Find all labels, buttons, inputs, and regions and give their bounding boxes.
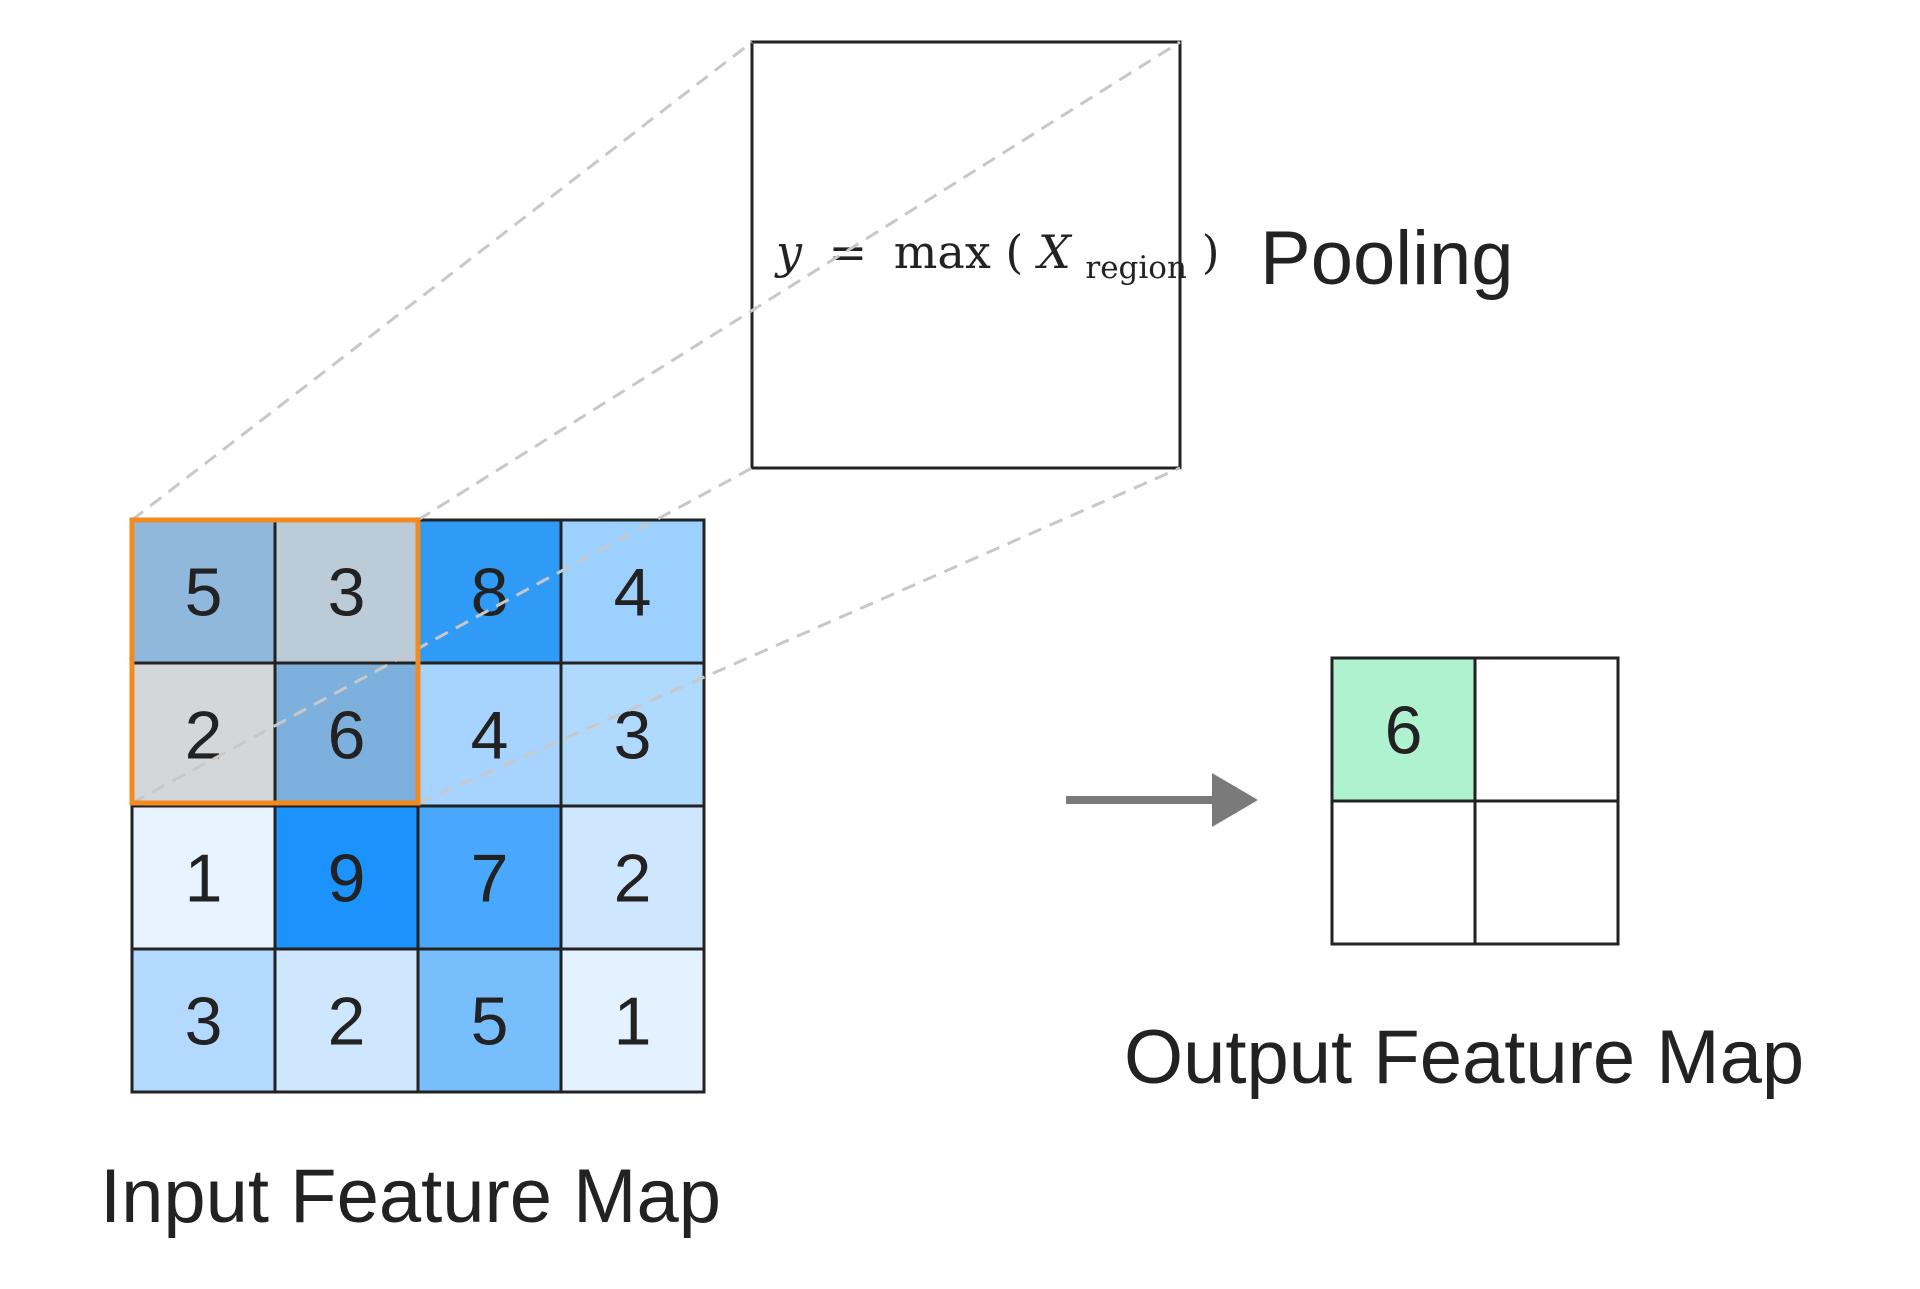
- input-cell: [559, 947, 706, 1094]
- arrow-icon: [1066, 773, 1258, 827]
- input-cell-value: 3: [185, 984, 223, 1060]
- input-cell: [416, 947, 563, 1094]
- input-cell-value: 5: [185, 555, 223, 631]
- pooling-label: Pooling: [1260, 216, 1514, 301]
- input-cell-value: 2: [614, 841, 652, 917]
- input-cell-value: 4: [471, 698, 509, 774]
- pooling-formula: y = max ( X region ): [774, 225, 1220, 289]
- output-cell: [1330, 799, 1477, 946]
- input-cell-value: 2: [185, 698, 223, 774]
- input-cell-value: 5: [471, 984, 509, 1060]
- pooling-region-highlight: [129, 517, 421, 806]
- input-cell: [273, 947, 420, 1094]
- input-cell: [130, 804, 277, 951]
- guide-line: [131, 40, 753, 522]
- input-cell: [130, 518, 277, 665]
- input-cell-value: 1: [614, 984, 652, 1060]
- input-cell-value: 1: [185, 841, 223, 917]
- input-feature-map-label: Input Feature Map: [100, 1154, 721, 1239]
- output-cell: [1473, 799, 1620, 946]
- projection-guides: [131, 40, 1181, 805]
- input-cell-value: 6: [328, 698, 366, 774]
- formula-lhs: y: [774, 225, 803, 279]
- input-cell: [130, 947, 277, 1094]
- input-cell-value: 4: [614, 555, 652, 631]
- output-feature-map: 6: [1330, 656, 1620, 946]
- input-cell-value: 3: [328, 555, 366, 631]
- input-cell: [559, 804, 706, 951]
- formula-var: X: [1035, 225, 1073, 279]
- formula-open-paren: (: [1005, 225, 1023, 279]
- guide-line: [417, 466, 1181, 805]
- formula-func: max: [894, 225, 991, 279]
- input-cell-value: 2: [328, 984, 366, 1060]
- input-cell-value: 9: [328, 841, 366, 917]
- input-cell-value: 7: [471, 841, 509, 917]
- guide-line: [417, 40, 1181, 522]
- output-cell: [1473, 656, 1620, 803]
- output-feature-map-label: Output Feature Map: [1124, 1015, 1804, 1100]
- guide-line: [131, 466, 753, 805]
- output-cell-value: 6: [1385, 693, 1423, 769]
- pooling-box: [750, 40, 1182, 470]
- formula-close-paren: ): [1202, 225, 1220, 279]
- formula-subscript: region: [1085, 250, 1187, 286]
- input-cell-value: 8: [471, 555, 509, 631]
